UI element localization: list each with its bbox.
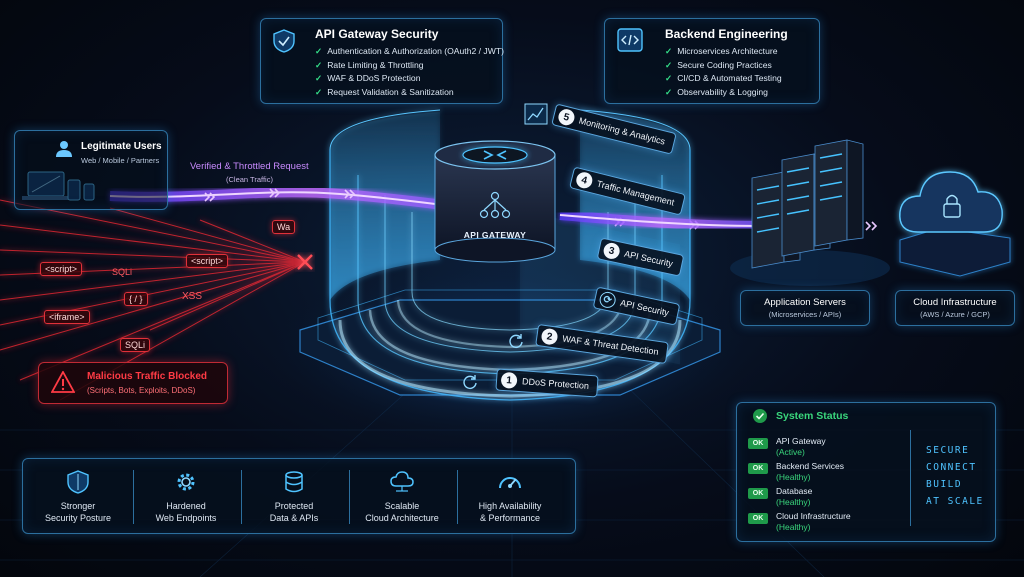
app-servers-subtitle: (Microservices / APIs) [768,310,842,319]
status-row-database: OK Database(Healthy) [748,486,812,508]
sync-icon: ⟳ [598,290,618,310]
list-item: ✓WAF & DDoS Protection [315,73,421,83]
gateway-card-list: ✓Authentication & Authorization (OAuth2 … [315,45,504,99]
malicious-blocked-card: Malicious Traffic Blocked (Scripts, Bots… [38,362,228,404]
application-servers-graphic [730,139,890,286]
analytics-chart-icon [524,103,548,125]
list-item: ✓Observability & Logging [665,86,768,97]
app-servers-title: Application Servers [764,297,846,308]
system-status-panel [736,402,996,542]
malicious-chip: SQLi [120,338,151,352]
request-sublabel: (Clean Traffic) [226,175,273,184]
cloud-infrastructure-graphic [899,171,1011,277]
speedometer-icon [499,477,521,489]
gateway-security-card: API Gateway Security ✓Authentication & A… [260,18,504,104]
gateway-card-title: API Gateway Security [315,27,439,41]
list-item: ✓Rate Limiting & Throttling [315,59,424,70]
ok-badge: OK [748,513,768,524]
cloud-network-icon [390,471,414,492]
motto-line: AT SCALE [926,496,984,507]
status-row-backend: OK Backend Services(Healthy) [748,461,844,483]
motto-line: SECURE [926,445,970,456]
cloud-title: Cloud Infrastructure [913,297,997,308]
motto-line: BUILD [926,479,963,490]
malicious-chip: <script> [186,254,229,268]
benefits-bar [22,458,576,534]
system-status-title: System Status [776,410,849,422]
api-gateway-label: API GATEWAY [463,230,527,240]
gear-icon [177,473,195,491]
check-circle-icon [753,409,767,423]
warning-icon [51,371,75,393]
status-row-cloud: OK Cloud Infrastructure(Healthy) [748,511,851,533]
shield-icon [67,470,89,494]
malicious-chip: <script> [40,262,83,276]
cloud-subtitle: (AWS / Azure / GCP) [920,310,990,319]
malicious-chip: <iframe> [44,310,90,324]
blocked-subtitle: (Scripts, Bots, Exploits, DDoS) [87,386,196,395]
malicious-chip: SQLi [112,267,133,277]
users-title: Legitimate Users [81,141,162,152]
list-item: ✓Request Validation & Sanitization [315,86,454,97]
database-icon [285,471,303,493]
motto-line: CONNECT [926,462,977,473]
code-window-icon [617,28,643,52]
app-servers-caption: Application Servers (Microservices / API… [740,290,870,326]
legitimate-users-card: Legitimate Users Web / Mobile / Partners [14,130,168,210]
gateway-logo-icon [483,150,507,160]
blocked-title: Malicious Traffic Blocked [87,371,208,382]
network-tree-icon [479,191,511,219]
backend-card-title: Backend Engineering [665,27,788,41]
status-row-api-gateway: OK API Gateway(Active) [748,436,826,458]
list-item: ✓Secure Coding Practices [665,59,772,70]
refresh-icon [463,375,477,389]
users-subtitle: Web / Mobile / Partners [81,156,160,165]
list-item: ✓Microservices Architecture [665,46,778,56]
ok-badge: OK [748,463,768,474]
refresh-icon [509,334,523,348]
user-icon [56,141,72,157]
list-item: ✓Authentication & Authorization (OAuth2 … [315,46,504,56]
request-label: Verified & Throttled Request [190,161,309,172]
malicious-chip: XSS [182,291,203,302]
list-item: ✓CI/CD & Automated Testing [665,73,782,83]
backend-card-list: ✓Microservices Architecture ✓Secure Codi… [665,45,782,99]
ok-badge: OK [748,438,768,449]
blocked-x-icon [297,254,313,270]
backend-engineering-card: Backend Engineering ✓Microservices Archi… [604,18,820,104]
cloud-caption: Cloud Infrastructure (AWS / Azure / GCP) [895,290,1015,326]
malicious-chip: { / } [124,292,148,306]
benefit-high-availability: High Availability& Performance [456,470,564,524]
api-gateway-core [434,140,556,263]
shield-check-icon [273,29,295,53]
malicious-chip: Wa [272,220,296,234]
ok-badge: OK [748,488,768,499]
